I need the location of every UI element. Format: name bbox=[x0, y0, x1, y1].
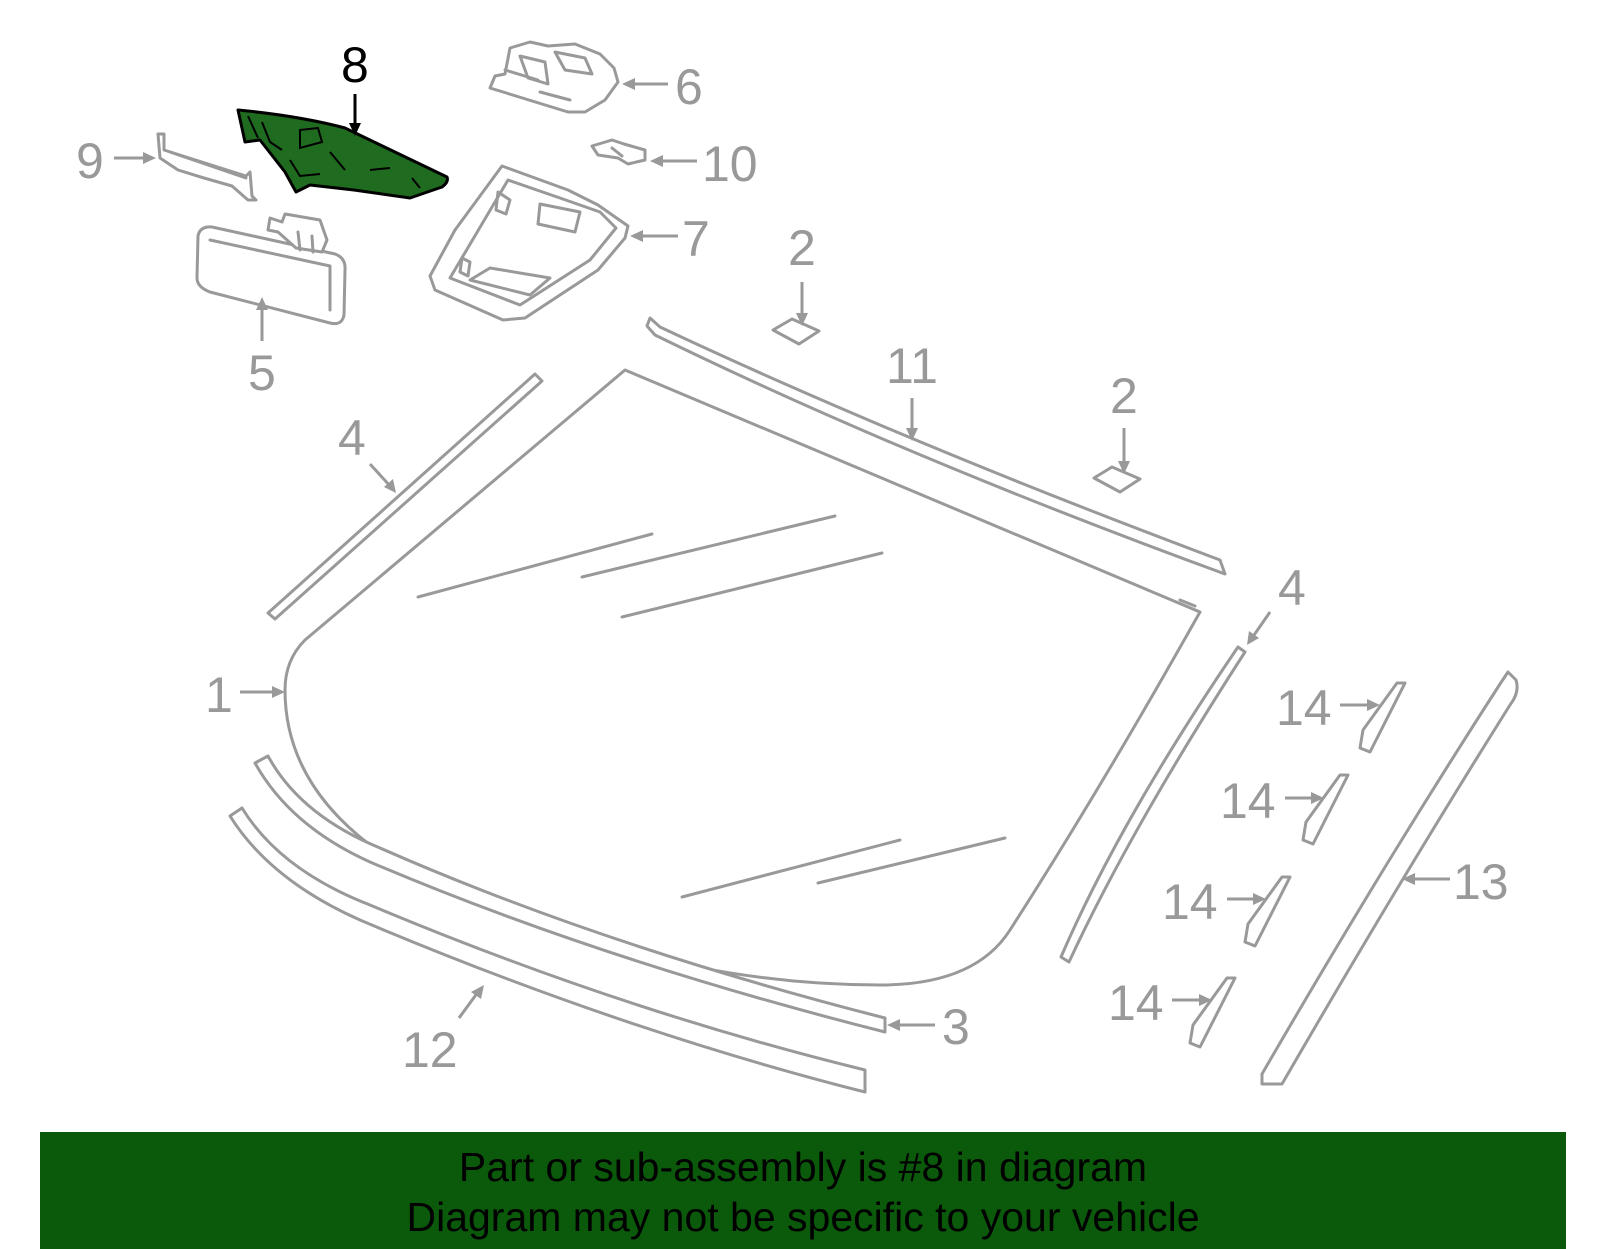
mirror-bracket[interactable] bbox=[156, 132, 258, 202]
callout-label: 9 bbox=[76, 133, 104, 189]
callout-label: 7 bbox=[682, 211, 710, 267]
callout-2a: 2 bbox=[788, 220, 816, 326]
upper-molding[interactable] bbox=[645, 316, 1227, 576]
cowl-seal[interactable] bbox=[228, 806, 867, 1094]
side-molding-right[interactable] bbox=[1059, 645, 1247, 964]
callout-7: 7 bbox=[630, 211, 710, 267]
lower-molding[interactable] bbox=[253, 754, 887, 1034]
console-housing[interactable] bbox=[428, 164, 630, 322]
callout-label: 13 bbox=[1453, 854, 1509, 910]
callout-label: 12 bbox=[402, 1022, 458, 1078]
callout-14a: 14 bbox=[1276, 680, 1380, 736]
overhead-module[interactable] bbox=[488, 40, 620, 114]
callout-label: 1 bbox=[205, 667, 233, 723]
callout-2b: 2 bbox=[1110, 368, 1138, 474]
callout-label: 8 bbox=[341, 37, 369, 93]
callout-11: 11 bbox=[886, 338, 938, 441]
callout-4a: 4 bbox=[338, 410, 396, 493]
callout-8: 8 bbox=[341, 37, 369, 136]
callout-label: 6 bbox=[675, 59, 703, 115]
windshield-glass[interactable] bbox=[283, 368, 1202, 987]
clip-upper[interactable] bbox=[771, 317, 821, 346]
side-molding-left[interactable] bbox=[266, 372, 544, 621]
pillar-molding[interactable] bbox=[1260, 670, 1519, 1086]
callout-label: 14 bbox=[1162, 874, 1218, 930]
callout-label: 5 bbox=[248, 345, 276, 401]
callout-1: 1 bbox=[205, 667, 285, 723]
callout-5: 5 bbox=[248, 297, 276, 401]
callout-label: 3 bbox=[942, 999, 970, 1055]
callout-label: 14 bbox=[1276, 680, 1332, 736]
rear-view-mirror[interactable] bbox=[195, 212, 347, 326]
callout-14b: 14 bbox=[1220, 773, 1324, 829]
banner-line-part: Part or sub-assembly is #8 in diagram bbox=[458, 1144, 1148, 1190]
callout-label: 14 bbox=[1220, 773, 1276, 829]
callout-3: 3 bbox=[887, 999, 970, 1055]
callout-13: 13 bbox=[1402, 854, 1509, 910]
clip-set[interactable] bbox=[1188, 681, 1407, 1049]
info-banner: Part or sub-assembly is #8 in diagram Di… bbox=[40, 1132, 1566, 1249]
callout-label: 4 bbox=[1278, 560, 1306, 616]
callout-10: 10 bbox=[650, 136, 758, 192]
callout-label: 4 bbox=[338, 410, 366, 466]
parts-diagram: 1 2 2 3 4 4 5 6 7 bbox=[76, 37, 1519, 1094]
callout-label: 14 bbox=[1108, 975, 1164, 1031]
retainer-clip[interactable] bbox=[590, 138, 647, 166]
sensor-cover[interactable] bbox=[236, 108, 449, 200]
callout-6: 6 bbox=[622, 59, 703, 115]
callout-14d: 14 bbox=[1108, 975, 1212, 1031]
banner-line-disclaimer: Diagram may not be specific to your vehi… bbox=[406, 1194, 1200, 1240]
callout-label: 2 bbox=[788, 220, 816, 276]
callout-label: 11 bbox=[886, 338, 938, 394]
callout-14c: 14 bbox=[1162, 874, 1266, 930]
callout-label: 10 bbox=[702, 136, 758, 192]
callout-9: 9 bbox=[76, 133, 156, 189]
callout-4b: 4 bbox=[1247, 560, 1306, 645]
callout-12: 12 bbox=[402, 985, 484, 1078]
clip-lower[interactable] bbox=[1092, 465, 1142, 494]
callout-label: 2 bbox=[1110, 368, 1138, 424]
